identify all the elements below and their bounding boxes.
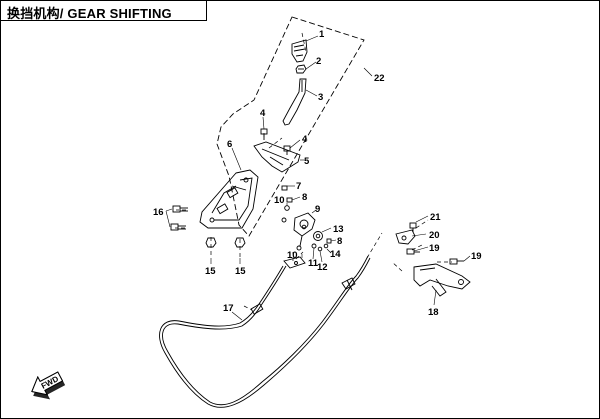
callout-11: 11: [308, 258, 319, 269]
callout-12: 12: [317, 262, 328, 273]
callout-2: 2: [316, 56, 321, 67]
nut-15-left: [205, 237, 217, 248]
callout-3: 3: [318, 92, 323, 103]
callout-8-upper: 8: [302, 192, 307, 203]
callout-19-left: 19: [429, 243, 440, 254]
pin-parts: [311, 238, 332, 252]
shift-cable: [159, 255, 371, 408]
bolt-16-upper: [172, 205, 188, 213]
pedal-link-20: [395, 229, 416, 245]
gear-pedal-18: [413, 263, 471, 297]
callout-15-right: 15: [235, 266, 246, 277]
callout-10-lower: 10: [287, 250, 298, 261]
bracket-5: [253, 141, 301, 173]
assembly-boundary: [216, 16, 365, 237]
callout-21: 21: [430, 212, 441, 223]
washer-13: [313, 231, 323, 241]
callout-9: 9: [315, 204, 320, 215]
shift-arm-9: [293, 212, 316, 251]
small-fasteners: [281, 185, 307, 230]
callout-13: 13: [333, 224, 344, 235]
callout-5: 5: [304, 156, 310, 167]
callout-17: 17: [223, 303, 234, 314]
title-box: 换挡机构/ GEAR SHIFTING: [0, 0, 207, 21]
callout-16: 16: [153, 207, 164, 218]
callout-18: 18: [428, 307, 439, 318]
bolt-4-upper: [260, 128, 268, 140]
callout-22: 22: [374, 73, 385, 84]
shift-lever: [282, 78, 307, 126]
callout-labels: 1 2 3 4 4 5 6 7 8 10 9 13 8 14 12 11 10 …: [153, 29, 482, 318]
callout-4-upper: 4: [260, 108, 266, 119]
callout-10-upper: 10: [274, 195, 285, 206]
cable-fitting-upper: [283, 256, 306, 269]
callout-6: 6: [227, 139, 232, 150]
nut-2: [295, 64, 307, 74]
callout-8-lower: 8: [337, 236, 342, 247]
pedal-bolt-19-right: [449, 258, 464, 265]
leader-dashes: [175, 32, 452, 311]
callout-15-left: 15: [205, 266, 216, 277]
nut-15-right: [234, 237, 246, 248]
callout-7: 7: [296, 181, 301, 192]
shift-knob: [291, 39, 308, 63]
bolt-16-lower: [170, 223, 186, 231]
diagram-title: 换挡机构/ GEAR SHIFTING: [7, 6, 172, 21]
callout-20: 20: [429, 230, 440, 241]
fwd-arrow-icon: FWD: [31, 371, 66, 400]
leader-lines: [165, 35, 471, 321]
pedal-bolt-19-left: [406, 248, 420, 255]
callout-19-right: 19: [471, 251, 482, 262]
shifter-base: [199, 169, 259, 229]
callout-1: 1: [319, 29, 325, 40]
callout-14: 14: [330, 249, 341, 260]
callout-4-lower: 4: [302, 134, 308, 145]
